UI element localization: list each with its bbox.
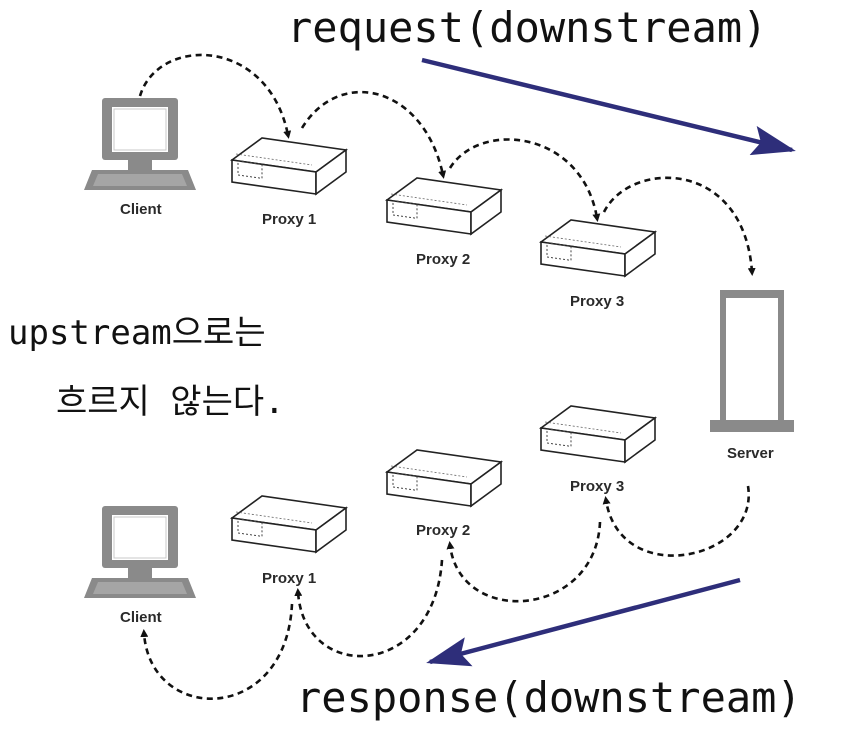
note-upstream-line2: 흐르지 않는다.	[56, 382, 285, 422]
server-tower-icon	[710, 290, 794, 432]
proxy-box-icon	[386, 449, 502, 507]
proxy3-label-top: Proxy 3	[570, 293, 624, 310]
proxy-box-icon	[231, 495, 347, 553]
proxy-box-icon	[540, 405, 656, 463]
proxy1-label-top: Proxy 1	[262, 211, 316, 228]
proxy-box-icon	[540, 219, 656, 277]
dashed-arrow	[140, 603, 294, 700]
proxy1-label-bottom: Proxy 1	[262, 570, 316, 587]
proxy2-label-bottom: Proxy 2	[416, 522, 470, 539]
client-label-top: Client	[120, 201, 162, 218]
computer-icon	[83, 505, 197, 599]
proxy2-label-top: Proxy 2	[416, 251, 470, 268]
server-label: Server	[727, 445, 774, 462]
dashed-arrow	[294, 559, 444, 658]
proxy-box-icon	[386, 177, 502, 235]
dashed-arrow	[602, 485, 750, 557]
proxy3-label-bottom: Proxy 3	[570, 478, 624, 495]
response-label: response(downstream)	[296, 673, 802, 722]
note-upstream-line1: upstream으로는	[8, 313, 266, 353]
dashed-arrow	[138, 53, 292, 139]
client-label-bottom: Client	[120, 609, 162, 626]
dashed-arrow	[602, 176, 756, 276]
request-label: request(downstream)	[287, 3, 767, 52]
request-flow-arrow	[421, 57, 796, 156]
response-flow-arrow	[426, 577, 741, 667]
dashed-arrow	[448, 138, 601, 222]
computer-icon	[83, 97, 197, 191]
dashed-arrow	[446, 521, 602, 603]
dashed-arrow	[300, 90, 447, 179]
proxy-box-icon	[231, 137, 347, 195]
